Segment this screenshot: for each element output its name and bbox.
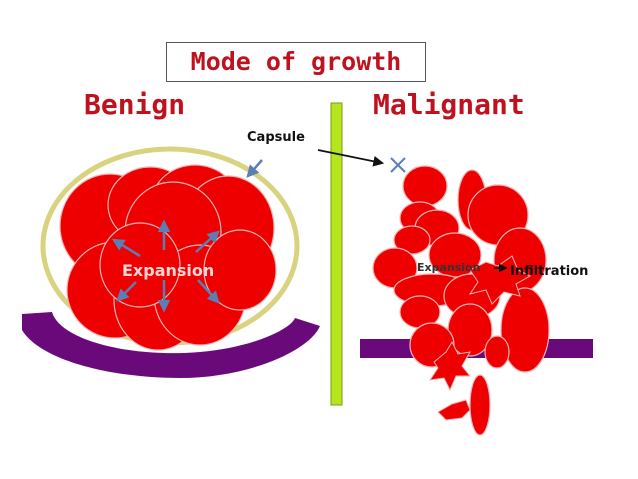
absent-capsule-mark xyxy=(390,157,406,173)
benign-basement-membrane xyxy=(22,312,320,378)
infiltrating-cells xyxy=(428,255,532,421)
benign-expansion-arrows xyxy=(111,219,220,313)
benign-expansion-label: Expansion xyxy=(122,261,215,280)
divider-bar xyxy=(330,102,343,406)
malignant-tumor-cells xyxy=(372,165,550,436)
malignant-heading: Malignant xyxy=(373,88,525,121)
infiltration-label: Infiltration xyxy=(510,264,589,279)
benign-heading: Benign xyxy=(84,88,186,121)
capsule-pointer-arrow xyxy=(246,159,263,178)
capsule-label: Capsule xyxy=(247,130,305,145)
malignant-expansion-label: Expansion xyxy=(417,261,481,274)
capsule-label-arrow xyxy=(317,149,385,167)
title-box: Mode of growth xyxy=(166,42,426,82)
